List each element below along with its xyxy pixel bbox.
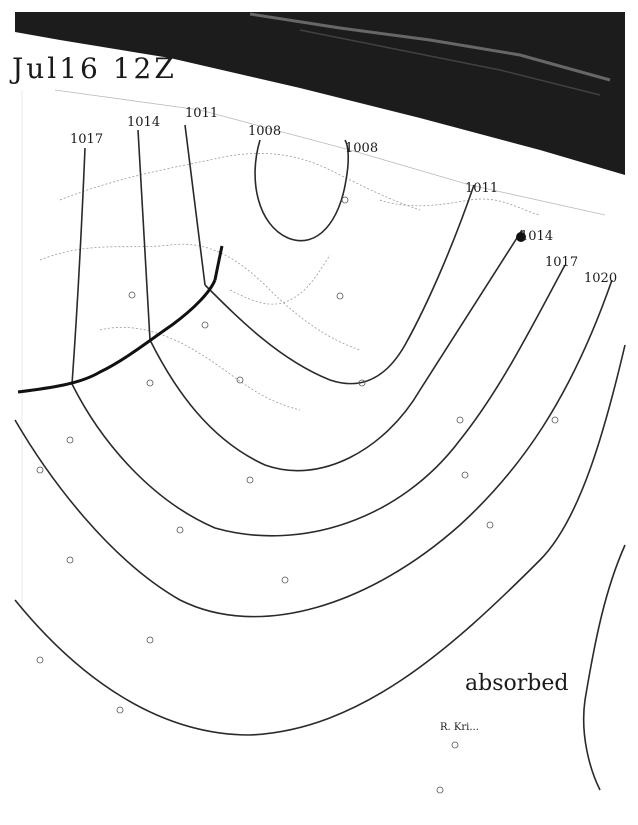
coastline-1 (59, 153, 421, 211)
station-circle (461, 471, 469, 479)
pressure-center-dot (516, 232, 526, 242)
isobar-label: 1017 (70, 132, 103, 147)
station-circle (486, 521, 494, 529)
trough-line-main (17, 279, 217, 394)
station-circle (146, 379, 154, 387)
station-circle (451, 741, 459, 749)
station-circle (551, 416, 559, 424)
isobar-line-1008-closed (254, 139, 350, 242)
station-circle (201, 321, 209, 329)
trough-line-north (213, 245, 224, 281)
station-circle (66, 436, 74, 444)
isobar-label: 1014 (520, 229, 553, 244)
isobar-label: 1011 (465, 181, 498, 196)
station-circle (146, 636, 154, 644)
isobar-label: 1020 (584, 271, 617, 286)
coastline-4 (229, 254, 331, 305)
scanner-edge-band (15, 12, 625, 175)
station-circle (281, 576, 289, 584)
isobar-line-1017-south (71, 264, 566, 537)
station-circle (358, 379, 366, 387)
coastline-3 (99, 326, 301, 411)
isobar-line-1011-south (204, 184, 475, 385)
coastline-5 (379, 198, 541, 216)
station-circle (246, 476, 254, 484)
station-circle (436, 786, 444, 794)
station-circle (36, 656, 44, 664)
absorbed-annotation: absorbed (465, 671, 568, 696)
map-border-top (54, 89, 606, 216)
isobar-label: 1017 (545, 255, 578, 270)
isobar-line-outer (14, 344, 626, 736)
corner-note: R. Kri... (440, 722, 479, 733)
station-circle (116, 706, 124, 714)
station-circle (128, 291, 136, 299)
station-plots (36, 196, 559, 794)
scanner-edge-glare-2 (299, 29, 601, 96)
isobar-line-1014-south (149, 229, 523, 472)
station-circle (176, 526, 184, 534)
isobar-line-1014-north (137, 129, 151, 341)
isobar-line-1011-north (184, 124, 206, 286)
isobar-line-1017-north (71, 147, 86, 385)
station-circle (336, 292, 344, 300)
isobar-line-east (582, 544, 626, 791)
isobar-label: 1008 (248, 124, 281, 139)
isobar-label: 1008 (345, 141, 378, 156)
isobar-line-1020 (14, 279, 613, 618)
station-circle (36, 466, 44, 474)
station-circle (456, 416, 464, 424)
coastline-2 (39, 243, 361, 351)
isobar-label: 1011 (185, 106, 218, 121)
station-circle (66, 556, 74, 564)
station-circle (341, 196, 349, 204)
date-label: Jul16 12Z (9, 52, 177, 85)
scanner-edge-glare (249, 12, 611, 82)
station-circle (236, 376, 244, 384)
isobar-label: 1014 (127, 115, 160, 130)
